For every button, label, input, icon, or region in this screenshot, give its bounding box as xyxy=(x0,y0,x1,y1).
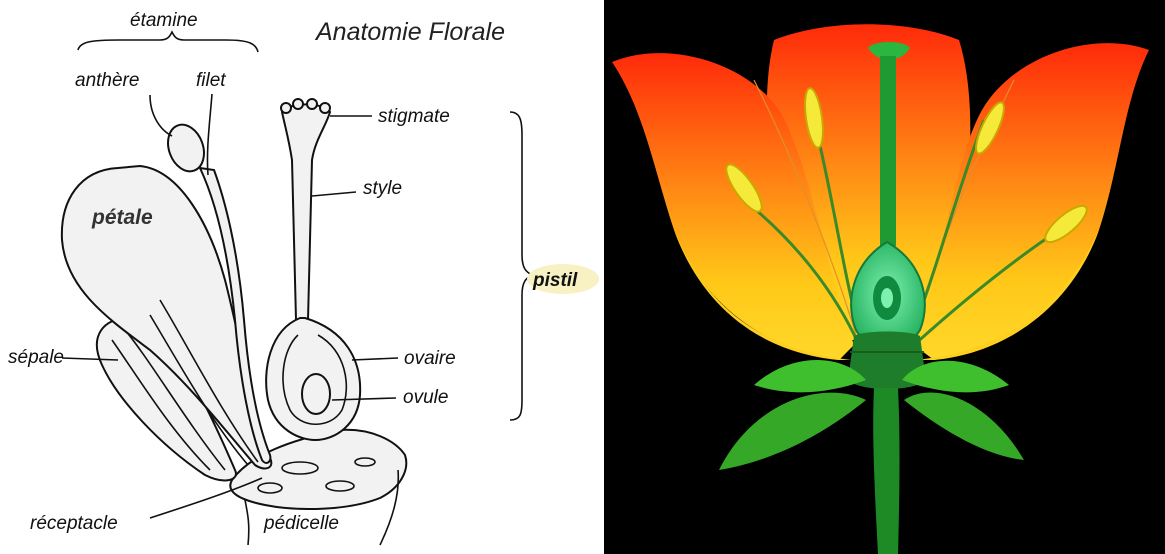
stigma-lobe xyxy=(293,99,303,109)
label-sepale: sépale xyxy=(8,347,64,368)
anthere-pointer xyxy=(150,95,172,136)
style xyxy=(880,56,896,246)
flower-cross-section-drawing: Anatomie Florale étamine pistil pétale a… xyxy=(0,0,600,554)
diagram-title: Anatomie Florale xyxy=(314,18,505,46)
flower-illustration-panel xyxy=(604,0,1165,554)
pedicel-line-left xyxy=(245,500,249,545)
label-anthere: anthère xyxy=(75,70,139,91)
label-stigmate: stigmate xyxy=(378,106,450,127)
stigma-lobe xyxy=(281,103,291,113)
label-petale: pétale xyxy=(91,206,153,229)
stigma-style-shape xyxy=(282,104,330,320)
label-etamine: étamine xyxy=(130,10,198,31)
sepal-left-lower xyxy=(719,393,866,470)
label-pedicelle: pédicelle xyxy=(263,513,339,534)
filet-pointer xyxy=(207,94,212,175)
ovule-core xyxy=(881,288,893,308)
sepal-right-lower xyxy=(904,393,1024,461)
sepal-left-upper xyxy=(754,360,866,392)
flower-illustration xyxy=(604,0,1165,554)
ovaire-pointer xyxy=(352,358,398,360)
botanical-diagram-panel: Anatomie Florale étamine pistil pétale a… xyxy=(0,0,600,554)
stigma-lobe xyxy=(320,103,330,113)
stigma-lobe xyxy=(307,99,317,109)
label-pistil: pistil xyxy=(532,270,578,291)
label-style: style xyxy=(363,178,402,199)
etamine-brace xyxy=(78,32,258,52)
stem xyxy=(873,388,899,554)
label-receptacle: réceptacle xyxy=(30,513,118,534)
style-pointer xyxy=(312,192,356,196)
label-filet: filet xyxy=(196,70,226,91)
label-ovule: ovule xyxy=(403,387,448,408)
label-ovaire: ovaire xyxy=(404,348,456,369)
pistil-brace xyxy=(510,112,532,420)
ovule-shape xyxy=(302,374,330,414)
